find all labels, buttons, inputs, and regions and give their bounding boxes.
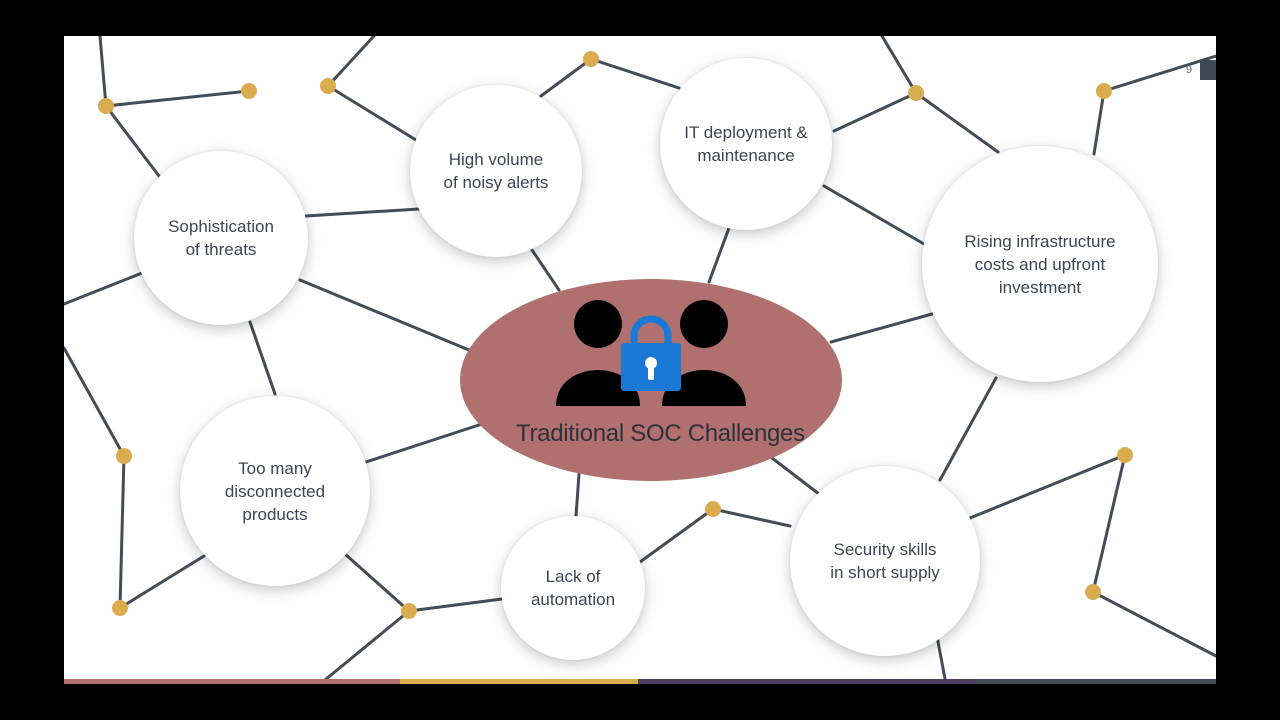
node-dot (112, 600, 128, 616)
connector-line (1091, 453, 1127, 594)
connector-line (326, 36, 376, 88)
node-dot (320, 78, 336, 94)
connector-line (638, 507, 715, 564)
center-ellipse (460, 279, 842, 481)
connector-line (707, 226, 731, 284)
connector-line (118, 554, 206, 610)
connector-line (829, 312, 934, 344)
connector-line (298, 278, 471, 352)
challenge-disconnected-products: Too many disconnected products (180, 396, 370, 586)
challenge-skills: Security skills in short supply (790, 466, 980, 656)
challenge-automation: Lack of automation (501, 516, 645, 660)
connector-line (118, 454, 126, 610)
connector-line (589, 57, 681, 90)
connector-line (968, 453, 1127, 520)
connector-line (326, 84, 418, 142)
center-title: Traditional SOC Challenges (516, 420, 805, 447)
challenge-it-deployment-label: IT deployment & maintenance (684, 123, 808, 165)
challenge-disconnected-products-label: Too many disconnected products (224, 458, 326, 524)
connector-line (574, 472, 581, 518)
connector-line (407, 597, 504, 613)
node-dot (98, 98, 114, 114)
connector-line (343, 552, 411, 613)
slide: Traditional SOC Challenges Sophisticatio… (64, 36, 1216, 684)
challenge-noisy-alerts: High volume of noisy alerts (410, 85, 582, 257)
connector-line (938, 376, 998, 482)
node-dot (705, 501, 721, 517)
challenge-infrastructure-costs: Rising infrastructure costs and upfront … (922, 146, 1158, 382)
connector-line (104, 104, 161, 178)
challenge-noisy-alerts-label: High volume of noisy alerts (443, 150, 549, 192)
connector-line (1102, 54, 1216, 93)
footer-bar-2 (400, 679, 638, 684)
connector-line (880, 36, 918, 95)
connector-line (64, 271, 144, 306)
connector-line (1091, 590, 1216, 658)
connector-line (539, 57, 593, 98)
connector-line (822, 184, 926, 246)
connector-line (104, 89, 251, 108)
challenge-sophistication-label: Sophistication of threats (168, 217, 274, 259)
footer-bar-1 (64, 679, 400, 684)
connector-line (304, 207, 421, 218)
node-dot (1117, 447, 1133, 463)
node-dot (401, 603, 417, 619)
connector-line (1092, 89, 1106, 156)
connector-line (770, 456, 821, 496)
people-lock-icon (556, 300, 746, 406)
slide-number: 9 (1185, 64, 1192, 76)
corner-tab (1200, 60, 1216, 80)
network-background (64, 36, 1216, 684)
connector-line (64, 346, 126, 458)
node-dot (241, 83, 257, 99)
challenge-it-deployment: IT deployment & maintenance (660, 58, 832, 230)
node-dot (1085, 584, 1101, 600)
node-dot (583, 51, 599, 67)
connector-line (711, 507, 792, 528)
challenge-sophistication: Sophistication of threats (134, 151, 308, 325)
challenge-infrastructure-costs-label: Rising infrastructure costs and upfront … (964, 231, 1116, 297)
node-dot (116, 448, 132, 464)
connector-line (832, 91, 918, 133)
connector-line (248, 320, 277, 396)
challenge-automation-label: Lack of automation (530, 567, 616, 609)
node-dot (1096, 83, 1112, 99)
connector-line (528, 245, 561, 292)
challenge-skills-label: Security skills in short supply (830, 540, 940, 582)
footer-bar-3 (638, 679, 976, 684)
node-dot (908, 85, 924, 101)
connector-line (914, 91, 1000, 154)
connector-line (364, 422, 484, 464)
footer-bar-4 (976, 679, 1216, 684)
connector-line (98, 36, 108, 108)
connector-line (318, 609, 411, 684)
